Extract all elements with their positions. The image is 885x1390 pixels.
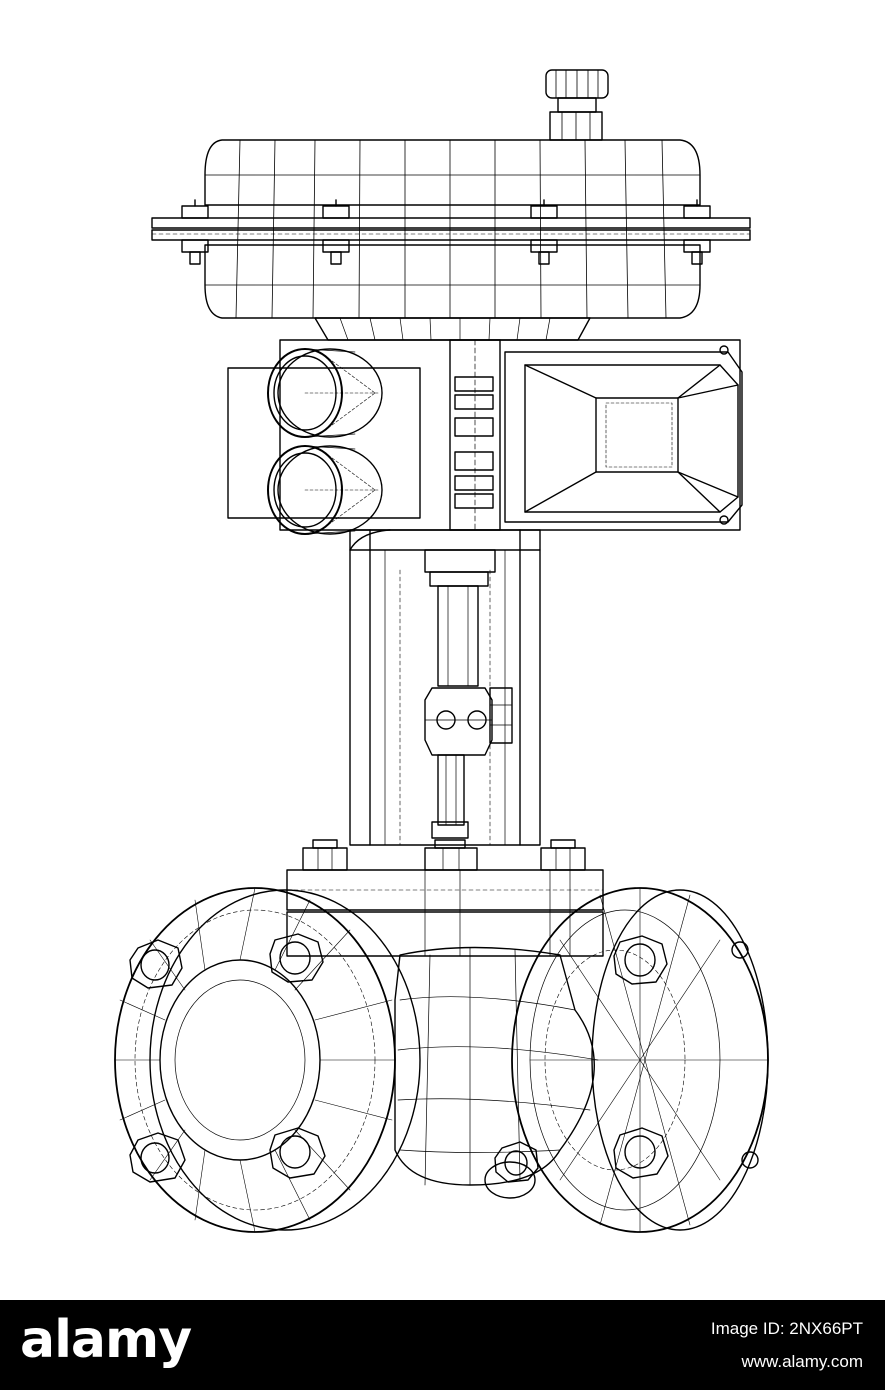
positioner-display xyxy=(504,345,743,525)
watermark-footer: alamy Image ID: 2NX66PT www.alamy.com xyxy=(0,1300,885,1390)
flange-nut xyxy=(494,1141,539,1183)
flange-nut xyxy=(613,1127,669,1179)
valve-stem xyxy=(424,571,513,839)
bonnet-plate xyxy=(286,869,604,957)
flange-nut xyxy=(129,939,183,989)
flange-nut xyxy=(269,933,324,983)
image-id-label: Image ID: 2NX66PT xyxy=(710,1319,863,1338)
valve-body xyxy=(394,946,599,1199)
actuator-bolt xyxy=(530,199,558,265)
pressure-gauge-icon xyxy=(267,445,383,535)
valve-wireframe-drawing xyxy=(114,69,769,1233)
pressure-gauge-icon xyxy=(267,348,383,438)
actuator-bolt xyxy=(683,199,711,265)
site-url-label: www.alamy.com xyxy=(741,1352,863,1371)
flange-nut xyxy=(613,935,668,985)
actuator-casing xyxy=(151,139,751,341)
yoke xyxy=(349,529,541,846)
control-valve-icon xyxy=(114,69,769,1233)
flange-nut xyxy=(129,1132,186,1183)
flange-nut xyxy=(269,1127,326,1179)
adjustment-knob xyxy=(545,69,609,141)
actuator-bolt xyxy=(322,199,350,265)
positioner-housing xyxy=(227,339,741,531)
alamy-logo: alamy xyxy=(20,1310,192,1370)
bonnet-bolt xyxy=(540,839,586,871)
actuator-bolt xyxy=(181,199,209,265)
pipe-flange-right xyxy=(511,887,769,1233)
bonnet-bolt xyxy=(302,839,348,871)
